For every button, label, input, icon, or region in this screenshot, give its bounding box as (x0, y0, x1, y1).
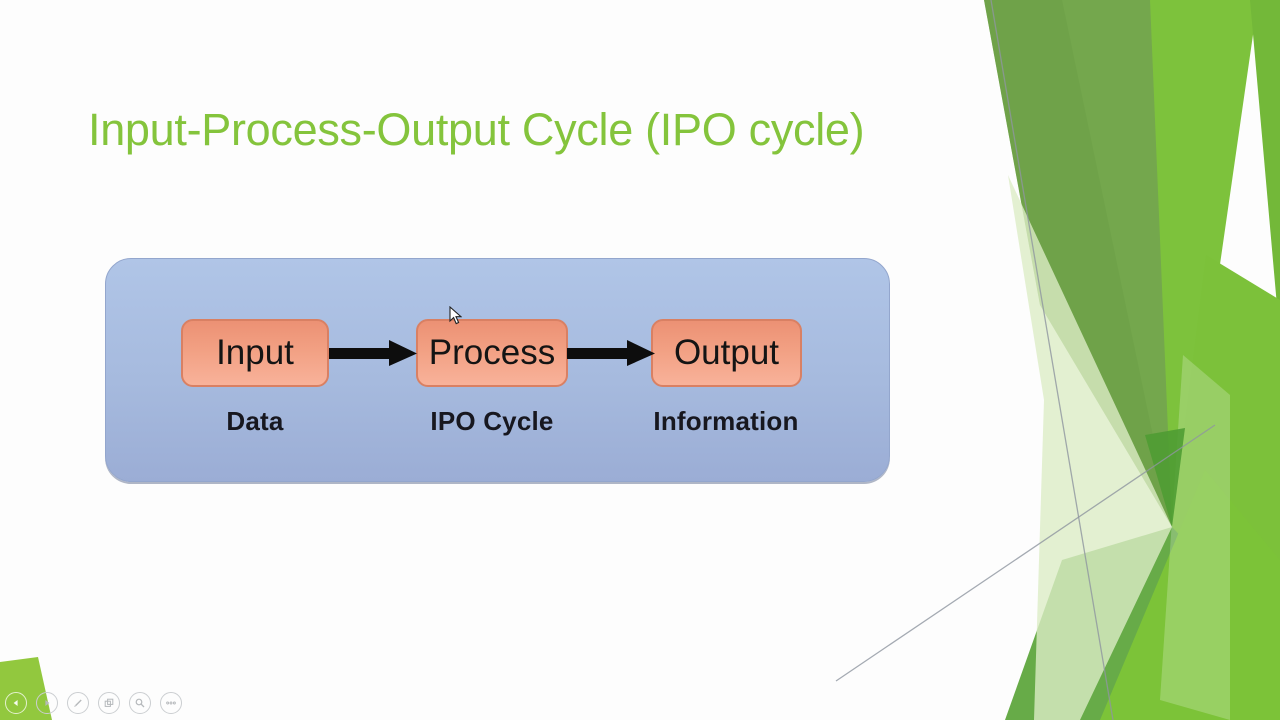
mouse-cursor (449, 306, 462, 325)
process-caption: IPO Cycle (430, 406, 554, 436)
right-arrow-icon (567, 340, 655, 366)
ipo-diagram: Input Process Output Data IPO Cycle Info… (105, 258, 890, 482)
more-options-button[interactable] (160, 692, 182, 714)
slides-grid-icon (104, 698, 114, 707)
output-box: Output (651, 319, 802, 387)
ellipsis-icon (166, 701, 176, 705)
input-box: Input (181, 319, 329, 387)
zoom-slide-button[interactable] (129, 692, 151, 714)
output-caption: Information (653, 406, 799, 436)
input-box-label: Input (216, 333, 294, 372)
left-arrow-icon (13, 700, 18, 706)
previous-slide-button[interactable] (5, 692, 27, 714)
process-box-label: Process (428, 333, 556, 372)
magnifier-icon (135, 698, 145, 708)
pen-icon (74, 699, 82, 707)
process-box: Process (416, 319, 568, 387)
pen-annotate-button[interactable] (67, 692, 89, 714)
right-arrow-icon (45, 700, 50, 706)
see-all-slides-button[interactable] (98, 692, 120, 714)
right-arrow-icon (329, 340, 417, 366)
slide-title: Input-Process-Output Cycle (IPO cycle) (88, 104, 865, 155)
output-box-label: Output (673, 333, 780, 372)
input-caption: Data (226, 406, 284, 436)
next-slide-button[interactable] (36, 692, 58, 714)
